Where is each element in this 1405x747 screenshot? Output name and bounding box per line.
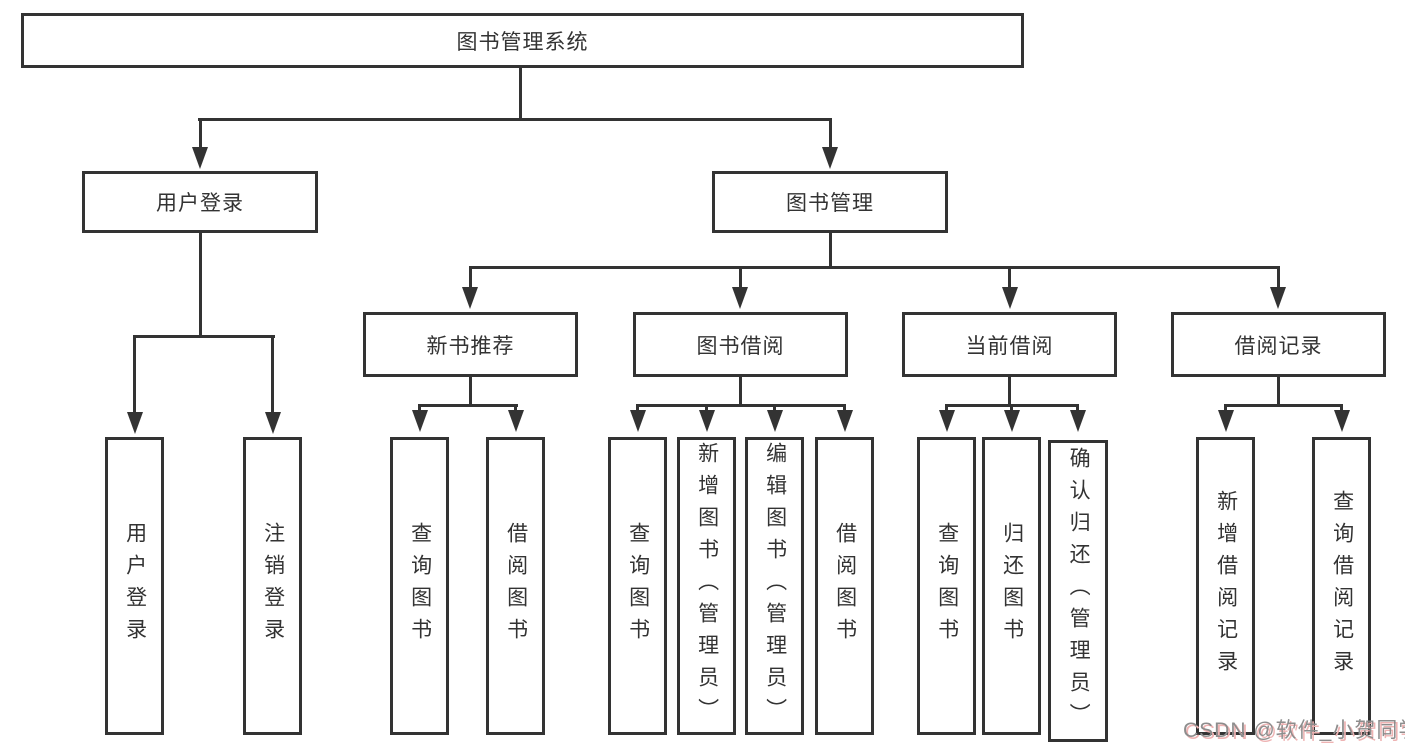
node-book-borrowing-label: 图书借阅 (696, 334, 785, 358)
connector-vline (829, 233, 832, 268)
leaf-confirm-return-admin-label: 确认归还（管理员） (1067, 447, 1091, 735)
connector-vline (739, 377, 742, 406)
leaf-return-books-label: 归还图书 (1000, 522, 1024, 650)
connector-vline (1340, 404, 1343, 414)
arrow-down-icon (767, 410, 783, 432)
leaf-add-books-admin-label: 新增图书（管理员） (695, 442, 719, 730)
leaf-borrow-books-recommend-label: 借阅图书 (504, 522, 528, 650)
connector-hline (469, 266, 1280, 269)
connector-vline (1008, 266, 1011, 288)
arrow-down-icon (699, 410, 715, 432)
connector-vline (199, 118, 202, 149)
leaf-query-books-current: 查询图书 (917, 437, 976, 735)
watermark: CSDN @软件_小贺同学 (1183, 719, 1405, 742)
connector-vline (773, 404, 776, 414)
arrow-down-icon (1218, 410, 1234, 432)
leaf-add-borrow-record-label: 新增借阅记录 (1214, 490, 1238, 682)
connector-vline (1277, 377, 1280, 406)
connector-vline (739, 266, 742, 288)
arrow-down-icon (822, 147, 838, 169)
arrow-down-icon (630, 410, 646, 432)
connector-vline (1076, 404, 1079, 414)
arrow-down-icon (1004, 410, 1020, 432)
leaf-query-books-recommend: 查询图书 (390, 437, 449, 735)
leaf-query-borrow-record: 查询借阅记录 (1312, 437, 1371, 735)
leaf-borrow-books-borrowing: 借阅图书 (815, 437, 874, 735)
leaf-query-books-current-label: 查询图书 (935, 522, 959, 650)
node-root-label: 图书管理系统 (456, 30, 589, 54)
arrow-down-icon (508, 410, 524, 432)
leaf-query-books-borrowing: 查询图书 (608, 437, 667, 735)
node-borrow-records-label: 借阅记录 (1234, 334, 1323, 358)
leaf-borrow-books-borrowing-label: 借阅图书 (833, 522, 857, 650)
leaf-user-login: 用户登录 (105, 437, 164, 735)
leaf-edit-books-admin-label: 编辑图书（管理员） (763, 442, 787, 730)
leaf-logout-label: 注销登录 (261, 522, 285, 650)
connector-vline (1277, 266, 1280, 288)
leaf-query-borrow-record-label: 查询借阅记录 (1330, 490, 1354, 682)
connector-vline (469, 266, 472, 288)
connector-hline (636, 404, 846, 407)
leaf-query-books-borrowing-label: 查询图书 (626, 522, 650, 650)
node-user-login: 用户登录 (82, 171, 318, 233)
node-borrow-records: 借阅记录 (1171, 312, 1386, 377)
connector-vline (843, 404, 846, 414)
arrow-down-icon (192, 147, 208, 169)
node-current-borrowing-label: 当前借阅 (965, 334, 1054, 358)
connector-hline (1224, 404, 1343, 407)
connector-hline (418, 404, 518, 407)
connector-vline (1010, 404, 1013, 414)
connector-vline (519, 68, 522, 118)
leaf-return-books: 归还图书 (982, 437, 1041, 735)
node-user-login-label: 用户登录 (156, 192, 244, 215)
leaf-add-borrow-record: 新增借阅记录 (1196, 437, 1255, 735)
arrow-down-icon (127, 412, 143, 434)
connector-vline (1008, 377, 1011, 406)
node-root: 图书管理系统 (21, 13, 1024, 68)
node-book-management: 图书管理 (712, 171, 948, 233)
leaf-user-login-label: 用户登录 (123, 522, 147, 650)
connector-vline (469, 377, 472, 406)
node-book-management-label: 图书管理 (786, 192, 874, 215)
leaf-add-books-admin: 新增图书（管理员） (677, 437, 736, 735)
connector-hline (198, 118, 831, 121)
connector-vline (1224, 404, 1227, 414)
node-current-borrowing: 当前借阅 (902, 312, 1117, 377)
arrow-down-icon (1070, 410, 1086, 432)
arrow-down-icon (462, 287, 478, 309)
leaf-edit-books-admin: 编辑图书（管理员） (745, 437, 804, 735)
connector-vline (705, 404, 708, 414)
arrow-down-icon (1334, 410, 1350, 432)
connector-vline (199, 233, 202, 337)
node-book-borrowing: 图书借阅 (633, 312, 848, 377)
arrow-down-icon (939, 410, 955, 432)
node-new-book-recommend-label: 新书推荐 (426, 334, 515, 358)
leaf-borrow-books-recommend: 借阅图书 (486, 437, 545, 735)
node-new-book-recommend: 新书推荐 (363, 312, 578, 377)
connector-vline (418, 404, 421, 414)
arrow-down-icon (1002, 287, 1018, 309)
connector-vline (271, 335, 274, 414)
arrow-down-icon (412, 410, 428, 432)
connector-hline (133, 335, 275, 338)
leaf-logout: 注销登录 (243, 437, 302, 735)
arrow-down-icon (265, 412, 281, 434)
connector-vline (514, 404, 517, 414)
arrow-down-icon (837, 410, 853, 432)
arrow-down-icon (1270, 287, 1286, 309)
connector-vline (133, 335, 136, 414)
leaf-query-books-recommend-label: 查询图书 (408, 522, 432, 650)
connector-vline (829, 118, 832, 149)
connector-vline (945, 404, 948, 414)
connector-vline (636, 404, 639, 414)
arrow-down-icon (732, 287, 748, 309)
leaf-confirm-return-admin: 确认归还（管理员） (1048, 440, 1108, 742)
